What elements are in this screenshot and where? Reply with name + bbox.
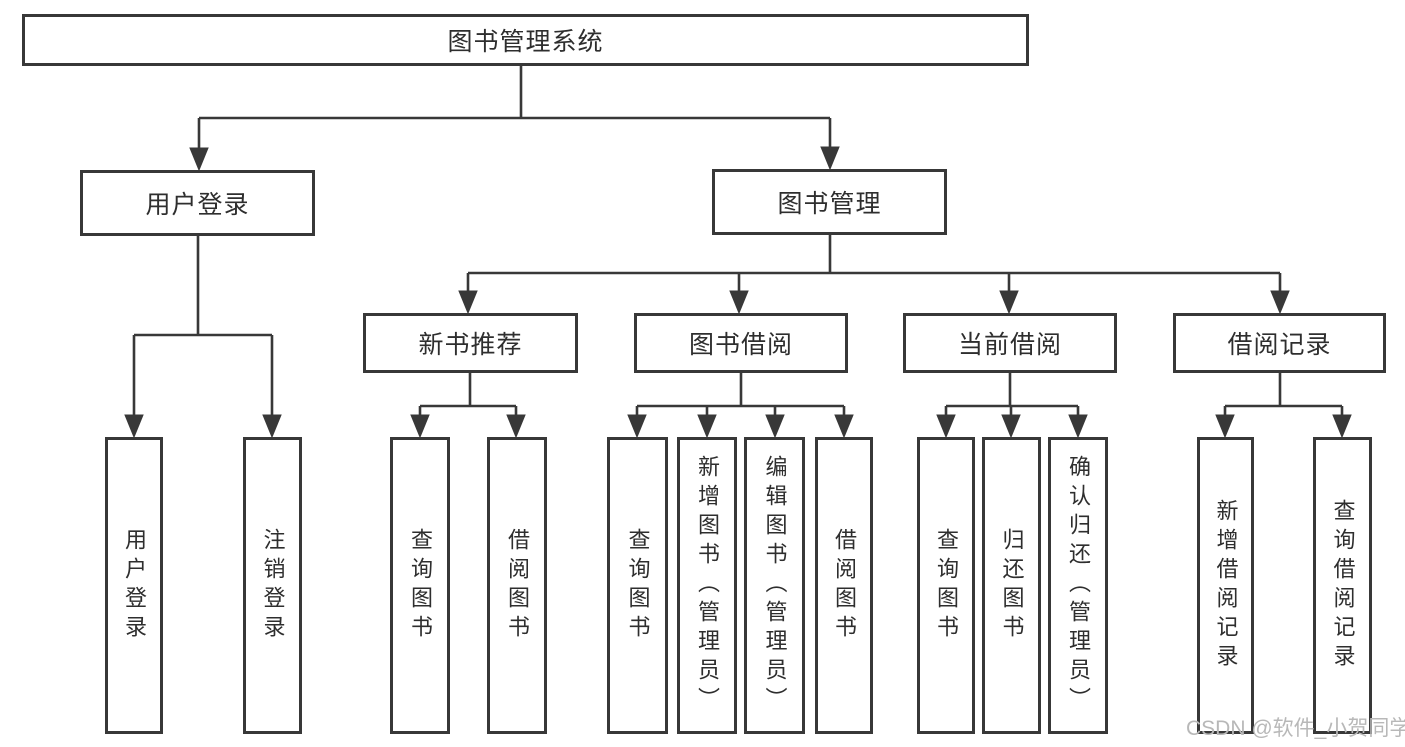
arrow-down-icon [1215, 406, 1235, 439]
arrow-down-icon [820, 118, 840, 171]
arrow-down-icon [999, 273, 1019, 315]
leaf-confirm-return-admin-label: 确认归还（管理员） [1066, 455, 1091, 716]
node-book-management-label: 图书管理 [777, 190, 882, 218]
leaf-borrowing-query-books: 查询图书 [607, 437, 668, 734]
node-user-login: 用户登录 [80, 170, 315, 236]
node-new-book-recommend: 新书推荐 [363, 313, 578, 373]
node-borrowing-records: 借阅记录 [1173, 313, 1386, 373]
leaf-add-borrow-record: 新增借阅记录 [1197, 437, 1254, 734]
arrow-down-icon [627, 406, 647, 439]
node-root: 图书管理系统 [22, 14, 1029, 66]
leaf-add-books-admin: 新增图书（管理员） [677, 437, 737, 734]
connector-lines [134, 65, 1342, 408]
leaf-user-login: 用户登录 [105, 437, 163, 734]
arrow-down-icon [765, 406, 785, 439]
leaf-recommend-query-books: 查询图书 [390, 437, 450, 734]
node-root-label: 图书管理系统 [447, 28, 604, 56]
node-borrowing-records-label: 借阅记录 [1227, 331, 1332, 359]
leaf-current-query-books: 查询图书 [917, 437, 975, 734]
leaf-recommend-borrow-books: 借阅图书 [487, 437, 547, 734]
leaf-current-query-books-label: 查询图书 [934, 527, 959, 644]
arrow-down-icon [124, 335, 144, 439]
leaf-query-borrow-record: 查询借阅记录 [1313, 437, 1372, 734]
leaf-query-borrow-record-label: 查询借阅记录 [1330, 498, 1356, 673]
leaf-return-books: 归还图书 [982, 437, 1041, 734]
arrowheads-group [124, 118, 1352, 439]
node-new-book-recommend-label: 新书推荐 [418, 331, 523, 359]
arrow-down-icon [1332, 406, 1352, 439]
leaf-recommend-query-books-label: 查询图书 [408, 527, 433, 644]
arrow-down-icon [410, 406, 430, 439]
node-user-login-label: 用户登录 [145, 191, 250, 219]
arrow-down-icon [1068, 406, 1088, 439]
leaf-add-books-admin-label: 新增图书（管理员） [695, 455, 720, 716]
arrow-down-icon [834, 406, 854, 439]
node-book-borrowing: 图书借阅 [634, 313, 848, 373]
csdn-watermark: CSDN @软件_小贺同学 [1186, 717, 1405, 740]
leaf-recommend-borrow-books-label: 借阅图书 [505, 527, 530, 644]
node-current-borrowing: 当前借阅 [903, 313, 1117, 373]
node-book-borrowing-label: 图书借阅 [688, 331, 793, 359]
arrow-down-icon [262, 335, 282, 439]
node-book-management: 图书管理 [712, 169, 947, 235]
leaf-edit-books-admin: 编辑图书（管理员） [744, 437, 805, 734]
arrow-down-icon [458, 273, 478, 315]
arrow-down-icon [506, 406, 526, 439]
leaf-add-borrow-record-label: 新增借阅记录 [1213, 498, 1239, 673]
leaf-confirm-return-admin: 确认归还（管理员） [1048, 437, 1108, 734]
leaf-return-books-label: 归还图书 [999, 527, 1025, 644]
arrow-down-icon [189, 118, 209, 172]
leaf-borrowing-borrow-books: 借阅图书 [815, 437, 873, 734]
leaf-logout: 注销登录 [243, 437, 302, 734]
leaf-edit-books-admin-label: 编辑图书（管理员） [762, 455, 788, 716]
leaf-logout-label: 注销登录 [260, 527, 286, 644]
arrow-down-icon [729, 273, 749, 315]
arrow-down-icon [1270, 273, 1290, 315]
arrow-down-icon [1001, 406, 1021, 439]
leaf-borrowing-borrow-books-label: 借阅图书 [832, 527, 857, 644]
leaf-user-login-label: 用户登录 [122, 527, 147, 644]
leaf-borrowing-query-books-label: 查询图书 [625, 527, 651, 644]
node-current-borrowing-label: 当前借阅 [957, 331, 1062, 359]
arrow-down-icon [936, 406, 956, 439]
arrow-down-icon [697, 406, 717, 439]
